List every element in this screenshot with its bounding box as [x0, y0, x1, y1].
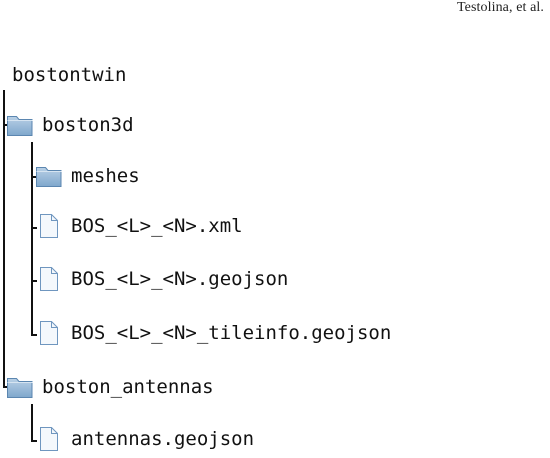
folder-icon [7, 116, 33, 136]
tree-connector-branch [31, 280, 37, 282]
folder-icon [7, 378, 33, 398]
tree-connector-branch [31, 440, 37, 442]
tree-connector-branch [31, 334, 37, 336]
tree-connector-branch [31, 227, 37, 229]
file-icon [40, 427, 58, 451]
file-icon [40, 321, 58, 345]
tree-node-boston-antennas[interactable]: boston_antennas [6, 374, 214, 400]
file-icon [40, 214, 58, 238]
folder-icon [36, 167, 62, 187]
header-author: Testolina, et al. [456, 0, 544, 15]
file-icon [40, 267, 58, 291]
tree-connector-boston-antennas [31, 404, 33, 441]
tree-node-label: meshes [71, 165, 140, 187]
tree-connector-branch [31, 176, 37, 178]
tree-node-bos-tileinfo-geojson[interactable]: BOS_<L>_<N>_tileinfo.geojson [35, 320, 391, 346]
tree-node-label: BOS_<L>_<N>.geojson [71, 268, 289, 290]
tree-node-label: BOS_<L>_<N>.xml [71, 215, 243, 237]
tree-node-bos-xml[interactable]: BOS_<L>_<N>.xml [35, 213, 243, 239]
tree-connector-boston3d [31, 142, 33, 336]
tree-connector-branch [3, 386, 8, 388]
tree-root-bostontwin[interactable]: bostontwin [12, 64, 127, 86]
tree-node-bos-geojson[interactable]: BOS_<L>_<N>.geojson [35, 266, 288, 292]
tree-node-label: boston3d [42, 114, 134, 136]
tree-connector-root [3, 90, 5, 387]
tree-node-label: antennas.geojson [71, 428, 255, 450]
tree-node-label: boston_antennas [42, 376, 214, 398]
tree-node-label: BOS_<L>_<N>_tileinfo.geojson [71, 322, 392, 344]
tree-node-antennas-geojson[interactable]: antennas.geojson [35, 426, 254, 452]
tree-node-meshes[interactable]: meshes [35, 163, 140, 189]
tree-node-boston3d[interactable]: boston3d [6, 112, 134, 138]
tree-connector-branch [3, 124, 8, 126]
